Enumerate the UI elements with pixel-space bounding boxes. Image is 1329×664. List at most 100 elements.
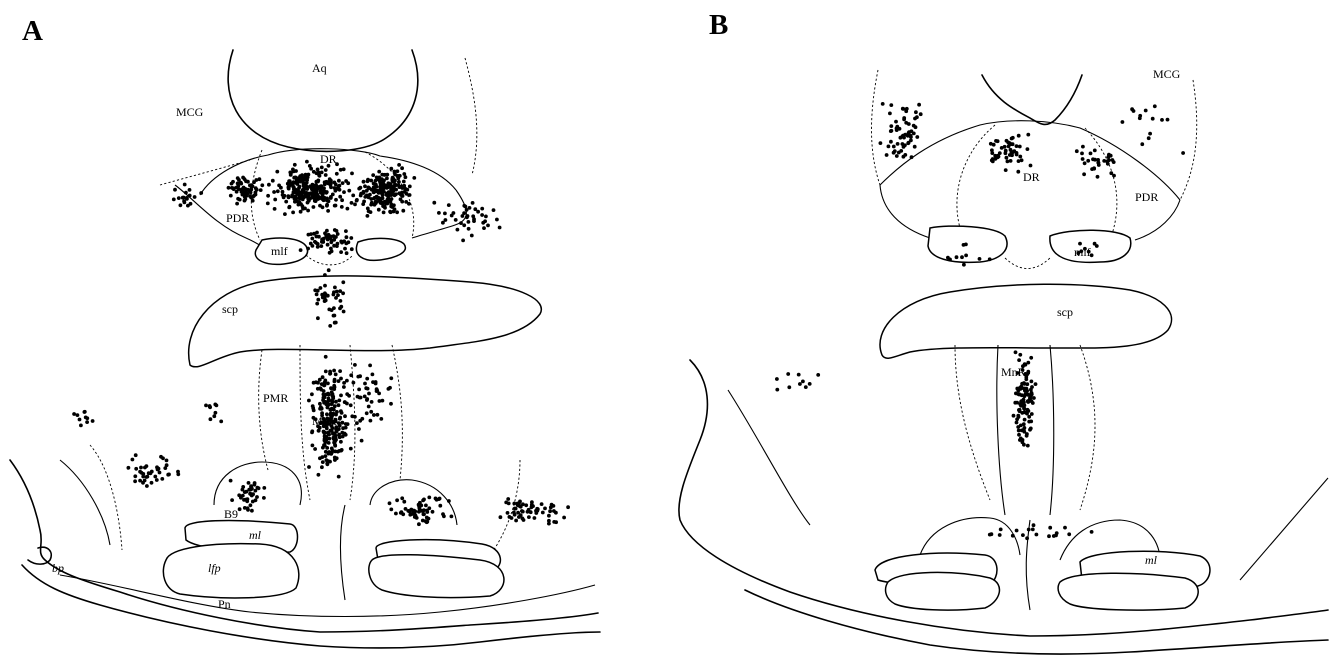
cell-dot [402, 180, 406, 184]
cell-dot [287, 196, 291, 200]
cell-dot [917, 103, 921, 107]
cell-dot [1160, 118, 1164, 122]
cell-dot [363, 184, 367, 188]
cell-dot [181, 196, 185, 200]
cell-dot [327, 452, 331, 456]
cell-dot [339, 377, 343, 381]
cell-dot [353, 203, 357, 207]
cell-dot [374, 179, 378, 183]
cell-dot [437, 497, 441, 501]
cell-dot [335, 172, 339, 176]
cell-dot [290, 195, 294, 199]
cell-dot [404, 175, 408, 179]
cell-dot [84, 416, 88, 420]
cell-dot [1030, 380, 1034, 384]
cell-dot [355, 421, 359, 425]
cell-dot [400, 496, 404, 500]
cell-dot [293, 163, 297, 167]
panel-a-bp-notch [28, 547, 51, 564]
cell-dot [394, 512, 398, 516]
cell-dot [331, 426, 335, 430]
cell-dot [320, 455, 324, 459]
panel-b-label-dr: DR [1023, 170, 1040, 184]
cell-dot [1029, 427, 1033, 431]
cell-dot [1087, 250, 1091, 254]
cell-dot [188, 194, 192, 198]
cell-dot [319, 244, 323, 248]
cell-dot [333, 438, 337, 442]
panel-a: A [10, 15, 600, 648]
cell-dot [177, 196, 181, 200]
cell-dot [339, 394, 343, 398]
cell-dot [1015, 417, 1019, 421]
cell-dot [465, 215, 469, 219]
cell-dot [320, 421, 324, 425]
cell-dot [334, 400, 338, 404]
cell-dot [315, 293, 319, 297]
panel-a-label-dr: DR [320, 152, 337, 166]
cell-dot [318, 402, 322, 406]
cell-dot [461, 214, 465, 218]
cell-dot [241, 176, 245, 180]
cell-dot [386, 185, 390, 189]
cell-dot [787, 385, 791, 389]
cell-dot [1034, 382, 1038, 386]
cell-dot [230, 498, 234, 502]
cell-dot [988, 257, 992, 261]
cell-dot [299, 210, 303, 214]
cell-dot [330, 451, 334, 455]
panel-a-label-aq: Aq [312, 61, 327, 75]
cell-dot [329, 412, 333, 416]
cell-dot [315, 231, 319, 235]
cell-dot [333, 450, 337, 454]
cell-dot [242, 191, 246, 195]
cell-dot [816, 373, 820, 377]
cell-dot [1075, 149, 1079, 153]
cell-dot [1083, 247, 1087, 251]
panel-a-lfp-left [163, 544, 298, 598]
cell-dot [360, 439, 364, 443]
cell-dot [193, 195, 197, 199]
cell-dot [541, 511, 545, 515]
cell-dot [311, 444, 315, 448]
cell-dot [434, 497, 438, 501]
cell-dot [552, 504, 556, 508]
cell-dot [1181, 151, 1185, 155]
cell-dot [310, 431, 314, 435]
cell-dot [1063, 526, 1067, 530]
cell-dot [1093, 242, 1097, 246]
cell-dot [1032, 523, 1036, 527]
cell-dot [398, 174, 402, 178]
cell-dot [377, 170, 381, 174]
cell-dot [344, 433, 348, 437]
cell-dot [533, 516, 537, 520]
panel-b-lateral-line-left [728, 390, 810, 525]
cell-dot [371, 380, 375, 384]
cell-dot [562, 516, 566, 520]
cell-dot [346, 422, 350, 426]
cell-dot [272, 190, 276, 194]
cell-dot [1092, 166, 1096, 170]
cell-dot [1027, 415, 1031, 419]
panel-a-lfp-right [369, 555, 504, 598]
cell-dot [447, 499, 451, 503]
cell-dot [382, 190, 386, 194]
cell-dot [1081, 145, 1085, 149]
cell-dot [150, 481, 154, 485]
cell-dot [338, 369, 342, 373]
cell-dot [907, 141, 911, 145]
cell-dot [313, 288, 317, 292]
cell-dot [365, 411, 369, 415]
cell-dot [389, 508, 393, 512]
cell-dot [273, 198, 277, 202]
cell-dot [275, 170, 279, 174]
cell-dot [287, 187, 291, 191]
cell-dot [459, 221, 463, 225]
panel-b-scp [880, 284, 1172, 358]
cell-dot [395, 210, 399, 214]
cell-dot [536, 507, 540, 511]
cell-dot [72, 412, 76, 416]
cell-dot [889, 124, 893, 128]
cell-dot [288, 183, 292, 187]
cell-dot [329, 195, 333, 199]
